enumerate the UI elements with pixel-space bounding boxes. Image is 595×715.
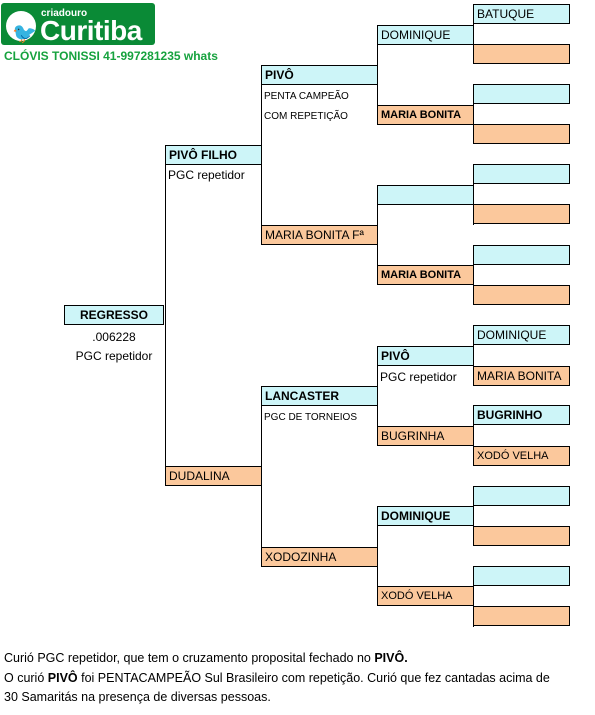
footer-line-1: Curió PGC repetidor, que tem o cruzament…: [4, 651, 408, 665]
gen4-15: [473, 566, 570, 586]
footer-line-2-start: O curió: [4, 671, 48, 685]
root-code: .006228: [92, 330, 136, 344]
root-note: PGC repetidor: [75, 349, 153, 363]
footer-line-1-bold: PIVÔ.: [374, 651, 408, 665]
gen3-ddd-name: XODÓ VELHA: [377, 586, 474, 606]
gen2-sd-name: MARIA BONITA Fª: [261, 225, 378, 245]
gen4-10: MARIA BONITA: [473, 366, 570, 386]
gen3-dsd-name: BUGRINHA: [377, 426, 474, 446]
bird-logo-icon: 🐦: [6, 11, 37, 44]
gen2-dd-name: XODOZINHA: [261, 547, 378, 567]
gen4-2: [473, 44, 570, 64]
gen4-3: [473, 84, 570, 104]
connector-gen2-dam: [261, 405, 262, 567]
logo-small-text: criadouro: [41, 8, 88, 19]
footer-line-2-end: foi PENTACAMPEÃO Sul Brasileiro com repe…: [77, 671, 550, 685]
gen4-5: [473, 164, 570, 184]
gen4-6: [473, 204, 570, 224]
gen3-ssd-name: MARIA BONITA: [377, 105, 474, 125]
connector-gen1: [165, 164, 166, 486]
gen4-12: XODÓ VELHA: [473, 446, 570, 466]
gen2-ds-name: LANCASTER: [261, 386, 378, 406]
footer-line-1-text: Curió PGC repetidor, que tem o cruzament…: [4, 651, 375, 665]
gen2-ss-note2: COM REPETIÇÃO: [264, 111, 348, 122]
gen2-ss-note1: PENTA CAMPEÃO: [264, 91, 349, 102]
gen3-sss-name: DOMINIQUE: [377, 25, 474, 45]
gen3-dss-name: PIVÔ: [377, 346, 474, 366]
logo: 🐦 criadouro Curitiba: [1, 3, 155, 46]
contact-line: CLÓVIS TONISSI 41-997281235 whats: [4, 49, 218, 63]
root-name: REGRESSO: [64, 305, 164, 325]
gen3-sds-name: [377, 185, 474, 205]
gen4-11: BUGRINHO: [473, 405, 570, 425]
gen2-ss-name: PIVÔ: [261, 65, 378, 85]
gen3-dss-note: PGC repetidor: [380, 370, 457, 384]
footer-line-2: O curió PIVÔ foi PENTACAMPEÃO Sul Brasil…: [4, 671, 550, 685]
gen4-16: [473, 606, 570, 626]
gen4-4: [473, 124, 570, 144]
gen4-13: [473, 486, 570, 506]
footer-line-3: 30 Samaritás na presença de diversas pes…: [4, 690, 271, 704]
gen4-9: DOMINIQUE: [473, 325, 570, 345]
gen3-sdd-name: MARIA BONITA: [377, 265, 474, 285]
sire-note: PGC repetidor: [168, 168, 245, 182]
gen4-14: [473, 526, 570, 546]
gen2-ds-note: PGC DE TORNEIOS: [264, 412, 357, 423]
sire-name: PIVÔ FILHO: [165, 145, 262, 165]
logo-big-text: Curitiba: [40, 15, 142, 46]
gen4-1: BATUQUE: [473, 4, 570, 24]
dam-name: DUDALINA: [165, 466, 262, 486]
gen4-7: [473, 245, 570, 265]
gen4-8: [473, 285, 570, 305]
gen3-dds-name: DOMINIQUE: [377, 506, 474, 526]
footer-line-2-bold: PIVÔ: [47, 671, 78, 685]
